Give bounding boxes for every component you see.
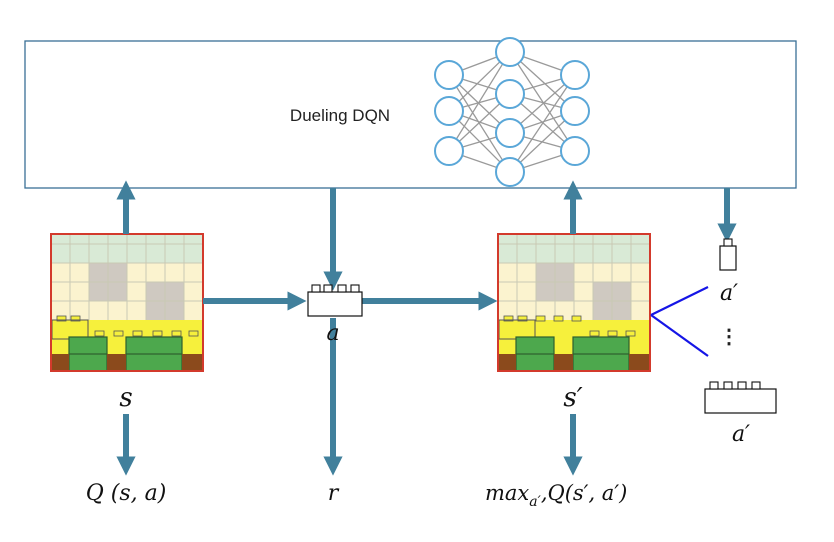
grid-stud (153, 331, 162, 336)
grid-gray-cell (536, 282, 555, 301)
grid-brown-cell (182, 354, 203, 371)
nn-node (496, 80, 524, 108)
grid-brown-cell (498, 354, 516, 371)
nn-node (435, 137, 463, 165)
nn-node (496, 119, 524, 147)
grid-brown-cell (554, 354, 573, 371)
candidate-bottom-label: a′ (732, 422, 750, 447)
max-subscript: a′ (529, 494, 541, 510)
candidate-top-label: a′ (720, 281, 738, 306)
grid-green-block (69, 337, 107, 356)
grid-stud (189, 331, 198, 336)
grid-green-block (126, 354, 182, 371)
state-label: s (119, 383, 132, 413)
grid-gray-cell (89, 282, 108, 301)
grid-gray-cell (612, 282, 631, 301)
next-state-label: s′ (563, 383, 582, 413)
candidate-ellipsis: ⋮ (719, 326, 739, 348)
max-prefix: max (485, 481, 529, 505)
dueling-dqn-label: Dueling DQN (290, 106, 390, 125)
grid-green-block (573, 354, 629, 371)
grid-gray-cell (108, 263, 127, 282)
dueling-dqn-box (25, 41, 796, 188)
nn-node (561, 61, 589, 89)
grid-stud (133, 331, 142, 336)
grid-stud (572, 316, 581, 321)
grid-gray-cell (146, 282, 165, 301)
branch-line-lower (651, 315, 708, 356)
q-value-label: Q (s, a) (86, 481, 167, 506)
grid-stud (554, 316, 563, 321)
grid-brown-cell (107, 354, 126, 371)
grid-gray-cell (593, 301, 612, 320)
nn-node (561, 97, 589, 125)
grid-gray-cell (612, 301, 631, 320)
grid-green-block (516, 354, 554, 371)
grid-stud (114, 331, 123, 336)
reward-label: r (328, 481, 340, 506)
grid-gray-cell (593, 282, 612, 301)
grid-gray-cell (108, 282, 127, 301)
state-grid (51, 234, 203, 371)
grid-green-block (126, 337, 182, 356)
grid-green-block (516, 337, 554, 356)
grid-green-block (69, 354, 107, 371)
nn-node (561, 137, 589, 165)
grid-green-block (573, 337, 629, 356)
max-comma: , (541, 481, 548, 505)
nn-node (435, 97, 463, 125)
action-block (308, 285, 362, 316)
branch-lines (651, 287, 708, 356)
candidate-action-small-block (720, 239, 736, 270)
grid-brown-cell (629, 354, 650, 371)
grid-brown-cell (51, 354, 69, 371)
grid-stud (590, 331, 599, 336)
grid-stud (172, 331, 181, 336)
branch-line-upper (651, 287, 708, 315)
next-state-grid (498, 234, 650, 371)
grid-gray-cell (555, 263, 574, 282)
grid-gray-cell (89, 263, 108, 282)
grid-stud (608, 331, 617, 336)
nn-node (496, 158, 524, 186)
candidate-action-wide-block (705, 382, 776, 413)
grid-gray-cell (165, 282, 184, 301)
action-label: a (326, 321, 339, 346)
grid-stud (626, 331, 635, 336)
max-q-label: maxa′,Q(s′, a′) (485, 481, 627, 510)
nn-node (435, 61, 463, 89)
grid-gray-cell (146, 301, 165, 320)
grid-gray-cell (555, 282, 574, 301)
grid-stud (95, 331, 104, 336)
grid-gray-cell (165, 301, 184, 320)
max-q-expression: Q(s′, a′) (548, 481, 628, 505)
nn-node (496, 38, 524, 66)
grid-gray-cell (536, 263, 555, 282)
grid-stud (536, 316, 545, 321)
